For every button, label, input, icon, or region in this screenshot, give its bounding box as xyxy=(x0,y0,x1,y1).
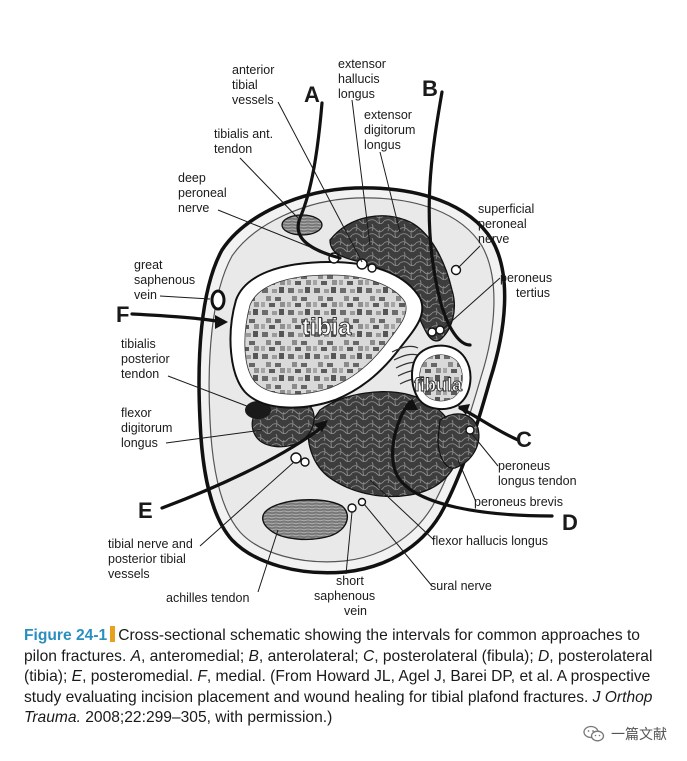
achilles-tendon-shape xyxy=(262,499,349,541)
approach-arrow-b xyxy=(427,90,472,347)
leader-short-saphenous-vein xyxy=(345,511,353,575)
label-tibial-nerve-vessels: tibial nerve and posterior tibial vessel… xyxy=(108,537,196,581)
leader-sural-nerve xyxy=(363,503,433,587)
label-anterior-tibial-vessels: anterior tibial vessels xyxy=(232,63,278,107)
leader-peroneus-longus-tendon xyxy=(471,433,499,467)
leader-extensor-hallucis-longus xyxy=(351,99,371,246)
fibula-label: fibula xyxy=(414,375,463,395)
label-short-saphenous-vein: short saphenous vein xyxy=(314,574,379,618)
leader-flexor-digitorum-longus xyxy=(165,429,263,444)
approach-letter-e: E xyxy=(138,498,153,523)
leader-anterior-tibial-vessels xyxy=(277,101,363,263)
leader-deep-peroneal-nerve xyxy=(217,209,331,256)
approach-letter-a: A xyxy=(304,82,320,107)
leader-great-saphenous-vein xyxy=(159,295,211,300)
anterior-tibial-vessel-1 xyxy=(356,258,368,270)
leader-peroneus-brevis xyxy=(457,459,477,503)
peroneus-tertius-tendon-2 xyxy=(435,325,445,335)
approach-arrow-d xyxy=(391,400,554,518)
arrowhead-d xyxy=(406,398,418,410)
tibialis-posterior-tendon-shape xyxy=(245,401,271,419)
leader-achilles-tendon xyxy=(257,529,279,593)
leader-superficial-peroneal-nerve xyxy=(457,245,481,269)
label-deep-peroneal-nerve: deep peroneal nerve xyxy=(178,171,230,215)
label-extensor-hallucis-longus: extensor hallucis longus xyxy=(338,57,389,101)
tibia-cancellous xyxy=(244,274,407,395)
label-sural-nerve: sural nerve xyxy=(430,579,492,593)
anterior-tibial-vessel-2 xyxy=(367,263,377,273)
tibia-label: tibia xyxy=(302,314,352,341)
approach-letter-c: C xyxy=(516,427,532,452)
short-saphenous-vein-shape xyxy=(347,503,357,513)
approach-arrow-e xyxy=(160,423,327,510)
label-tibialis-posterior-tendon: tibialis posterior tendon xyxy=(121,337,173,381)
cross-section-figure: tibia fibula A B C D E F anterior tibial… xyxy=(108,57,578,618)
tibial-nerve-vessel-2 xyxy=(300,457,310,467)
peroneus-longus-tendon-shape xyxy=(465,425,475,435)
approach-letter-d: D xyxy=(562,510,578,535)
peroneus-tertius-tendon-1 xyxy=(427,327,437,337)
arrowhead-f xyxy=(215,315,228,329)
caption-accent-bar xyxy=(110,626,116,642)
wechat-icon xyxy=(583,725,605,742)
fibula-cancellous xyxy=(419,354,463,402)
label-tibialis-ant-tendon: tibialis ant. tendon xyxy=(214,127,277,156)
label-superficial-peroneal-nerve: superficial peroneal nerve xyxy=(478,202,538,246)
approach-letter-b: B xyxy=(422,76,438,101)
great-saphenous-vein-shape xyxy=(210,289,226,311)
label-flexor-digitorum-longus: flexor digitorum longus xyxy=(121,406,176,450)
label-peroneus-brevis: peroneus brevis xyxy=(474,495,563,509)
journal-name: J Orthop Trauma. xyxy=(24,688,653,727)
label-peroneus-longus-tendon: peroneus longus tendon xyxy=(498,459,577,488)
leader-tibialis-ant-tendon xyxy=(239,157,299,219)
leader-peroneus-tertius xyxy=(443,277,501,329)
leader-extensor-digitorum-longus xyxy=(379,151,401,233)
sural-nerve-shape xyxy=(357,497,367,507)
label-achilles-tendon: achilles tendon xyxy=(166,591,249,605)
label-peroneus-tertius: peroneus tertius xyxy=(500,271,556,300)
leader-tibial-nerve-vessels xyxy=(199,461,295,547)
watermark-text: 一篇文献 xyxy=(611,726,667,742)
leader-tibialis-posterior-tendon xyxy=(167,375,253,409)
approach-letter-f: F xyxy=(116,302,129,327)
arrowhead-c xyxy=(458,404,470,415)
figure-number: Figure 24-1 xyxy=(24,627,108,644)
label-great-saphenous-vein: great saphenous vein xyxy=(134,258,199,302)
tibial-nerve-vessel-1 xyxy=(290,452,302,464)
label-extensor-digitorum-longus: extensor digitorum longus xyxy=(364,108,419,152)
watermark: 一篇文献 xyxy=(583,723,667,745)
posterior-compartment-muscles xyxy=(307,391,459,498)
leader-flexor-hallucis-longus xyxy=(369,479,435,541)
interosseous-membrane xyxy=(391,345,427,385)
label-flexor-hallucis-longus: flexor hallucis longus xyxy=(432,534,548,548)
arrowhead-e xyxy=(314,420,328,432)
tibialis-anterior-tendon-shape xyxy=(281,214,323,236)
